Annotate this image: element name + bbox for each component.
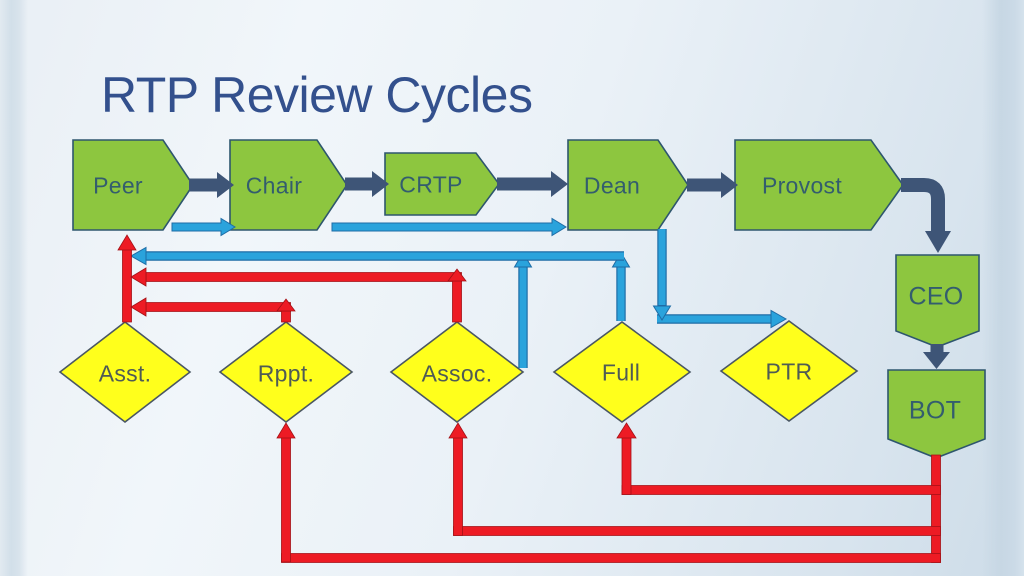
node-crtp-shape <box>384 152 500 216</box>
node-assoc-shape <box>389 320 525 424</box>
edge-assoc-to-peer-red <box>130 267 467 323</box>
edge-assoc-full-to-peer-cyan <box>129 246 631 368</box>
edge-bot-trunk-red <box>931 454 941 563</box>
edge-chair-to-dean-cyan <box>331 217 567 237</box>
edge-chair-to-crtp-navy <box>345 171 389 197</box>
node-asst-shape <box>58 320 192 424</box>
slide-right-edge-shading <box>982 0 1024 576</box>
edge-ceo-to-bot-navy <box>923 344 950 369</box>
node-peer-shape <box>72 139 194 231</box>
edge-peer-to-chair-cyan <box>171 217 236 237</box>
node-provost-shape <box>734 139 904 231</box>
edge-peer-to-chair-navy <box>189 172 234 198</box>
slide-left-edge-shading <box>0 0 28 576</box>
edge-provost-to-ceo-navy <box>901 178 951 253</box>
node-rppt-shape <box>218 320 354 424</box>
node-dean-shape <box>567 139 689 231</box>
node-full-shape <box>552 321 692 423</box>
edge-rppt-to-peer-red <box>130 297 296 323</box>
node-bot-shape <box>887 369 986 459</box>
edge-bot-to-rppt-red <box>276 422 941 563</box>
edge-dean-to-ptr-cyan <box>652 229 788 329</box>
edge-asst-to-peer-red <box>117 234 137 323</box>
node-chair-shape <box>229 139 348 231</box>
edge-dean-to-provost-navy <box>687 172 738 198</box>
edge-crtp-to-dean-navy <box>497 171 568 197</box>
edge-bot-to-full-red <box>616 422 941 495</box>
edge-bot-to-assoc-red <box>448 422 941 536</box>
page-title: RTP Review Cycles <box>101 67 533 123</box>
node-ceo-shape <box>895 254 980 348</box>
node-ptr-shape <box>719 320 859 422</box>
